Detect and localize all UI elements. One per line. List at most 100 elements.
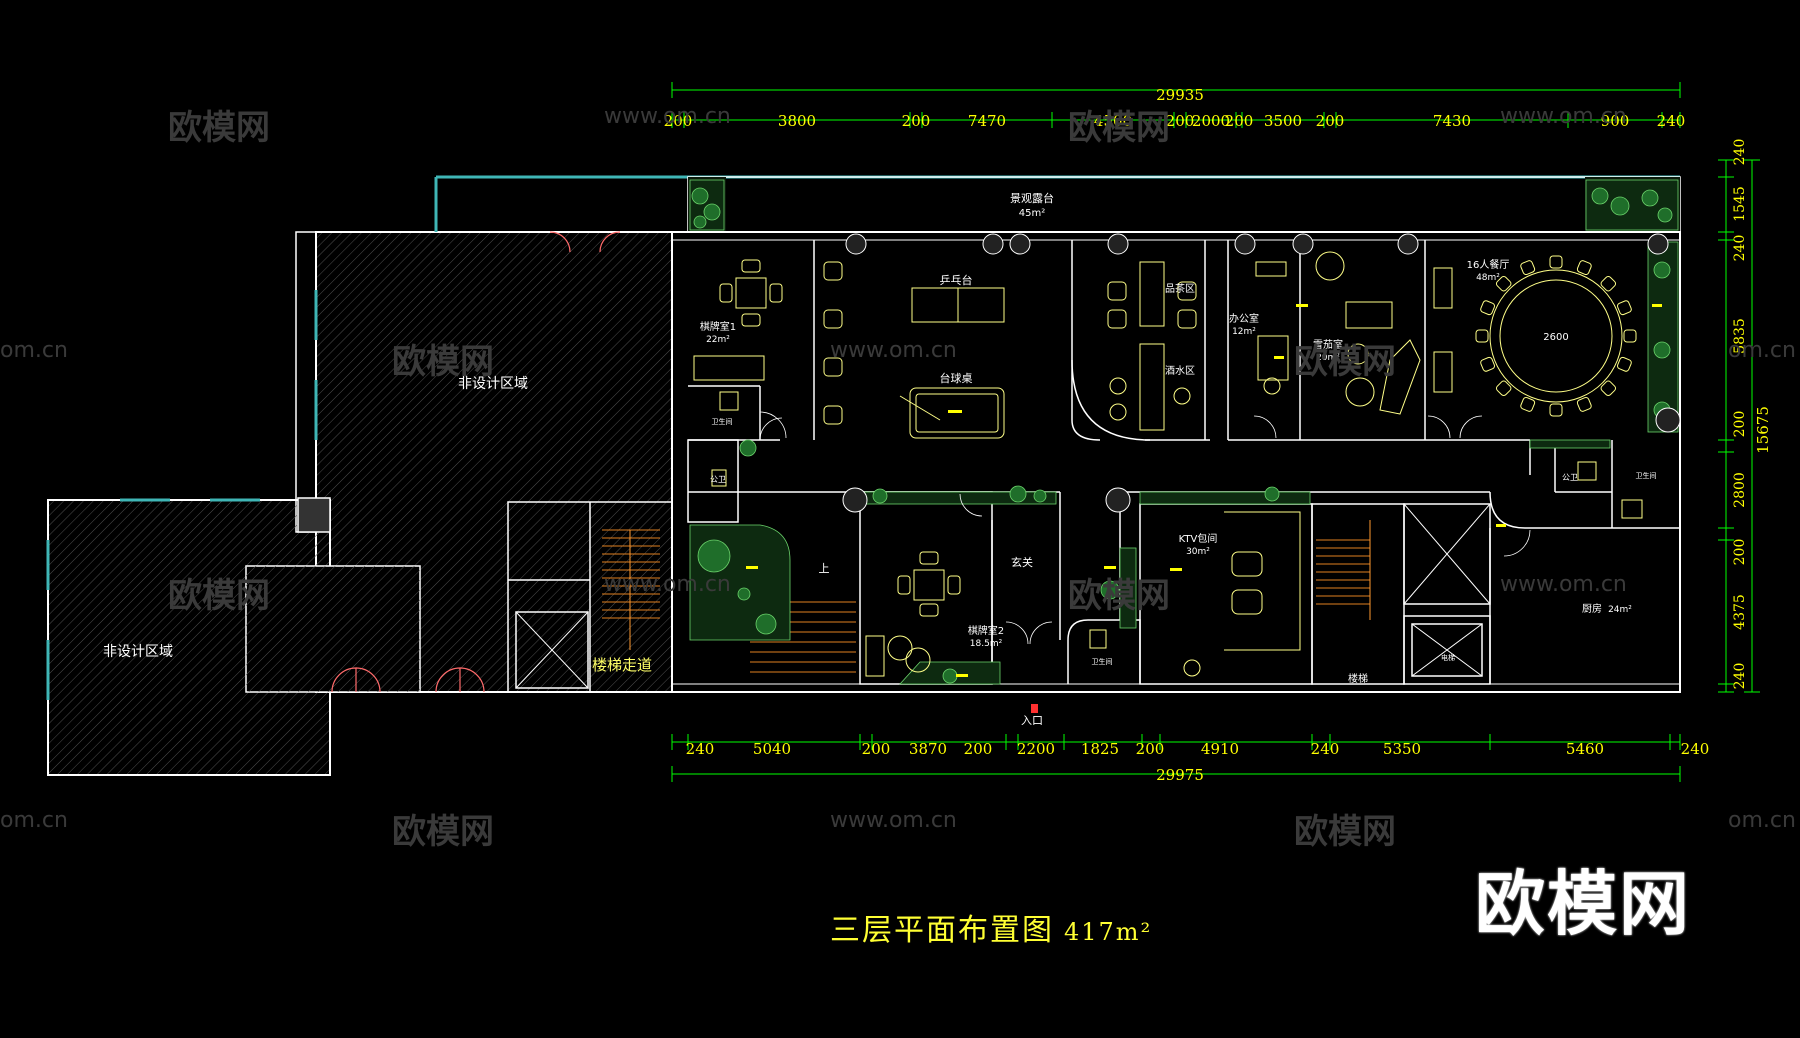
room-label-up: 上	[819, 562, 830, 575]
doors-non-design	[331, 231, 621, 693]
room-label-pingpong: 乒乓台	[940, 273, 973, 287]
watermark: www.om.cn	[830, 338, 957, 363]
watermark: om.cn	[0, 808, 68, 833]
dimension-bottom: 3870	[909, 740, 947, 758]
dining-chair	[1520, 260, 1536, 276]
room-label-toilet2: 卫生间	[1092, 657, 1113, 666]
watermark: om.cn	[1728, 338, 1796, 363]
terrace	[687, 176, 1681, 233]
room-label-toilet_r: 卫生间	[1636, 471, 1657, 480]
dining-chair	[1480, 356, 1496, 372]
dimension-bottom: 200	[862, 740, 891, 758]
dimension-top: 200	[902, 112, 931, 130]
dimension-bottom: 240	[1681, 740, 1710, 758]
non-design-area-2	[47, 497, 421, 776]
drawing-title-area: 417m²	[1064, 918, 1153, 946]
room-label-ktv: KTV包间	[1179, 532, 1218, 545]
dining-chair	[1616, 300, 1632, 316]
room-label-public2: 公卫	[1562, 473, 1578, 482]
dimension-bottom-total: 29975	[1156, 766, 1204, 784]
dimension-bottom: 5460	[1566, 740, 1604, 758]
drawing-title: 三层平面布置图 417m²	[830, 905, 1152, 949]
watermark: 欧模网	[1068, 108, 1170, 148]
room-label-entry: 入口	[1021, 714, 1043, 727]
room-label-elevator: 电梯	[1441, 653, 1455, 662]
room-label-billiard: 台球桌	[940, 371, 973, 385]
watermark: www.om.cn	[604, 104, 731, 129]
room-label-non_design_1: 非设计区域	[458, 376, 528, 392]
dimension-top: 3500	[1264, 112, 1302, 130]
drawing-title-main: 三层平面布置图	[830, 913, 1054, 948]
room-label-tea: 品茶区	[1165, 282, 1195, 295]
room-label-cigar_area: 20m²	[1316, 353, 1340, 363]
dimension-bottom: 5350	[1383, 740, 1421, 758]
dining-chair	[1480, 300, 1496, 316]
dimension-bottom: 200	[1136, 740, 1165, 758]
dimension-right: 240	[1732, 139, 1748, 166]
watermark: 欧模网	[1294, 812, 1396, 852]
dimension-top: 200	[1166, 112, 1195, 130]
dimension-bottom: 5040	[753, 740, 791, 758]
dining-chair	[1600, 275, 1617, 292]
dimension-top: 240	[1657, 112, 1686, 130]
site-logo: 欧模网	[1475, 863, 1691, 945]
room-label-cigar: 雪茄室	[1313, 338, 1343, 351]
dining-chair	[1549, 403, 1563, 417]
room-label-table_size: 2600	[1543, 332, 1568, 343]
watermark: 欧模网	[168, 108, 270, 148]
dining-chair	[1495, 380, 1512, 397]
dimension-bottom: 2200	[1017, 740, 1055, 758]
room-label-chess2: 棋牌室2	[968, 624, 1004, 637]
dimension-right: 200	[1732, 411, 1748, 438]
dining-chair	[1576, 260, 1592, 276]
light-marks	[746, 304, 1662, 677]
stair-treads	[602, 520, 1371, 673]
dining-chairs	[1475, 255, 1637, 417]
room-label-kitchen_area: 24m²	[1608, 605, 1632, 615]
dimension-bottom: 200	[964, 740, 993, 758]
room-label-public1: 公卫	[710, 475, 726, 484]
dimension-right: 240	[1732, 663, 1748, 690]
dining-chair	[1616, 356, 1632, 372]
dining-chair	[1623, 329, 1637, 343]
watermark: om.cn	[0, 338, 68, 363]
dining-chair	[1549, 255, 1563, 269]
room-label-dining_area: 48m²	[1476, 273, 1500, 283]
watermark: 欧模网	[392, 342, 494, 382]
dimension-bottom: 1825	[1081, 740, 1119, 758]
dimension-right: 5835	[1732, 318, 1748, 354]
room-label-chess1_area: 22m²	[706, 335, 730, 345]
watermark: www.om.cn	[1500, 572, 1627, 597]
room-label-office: 办公室	[1229, 312, 1259, 325]
room-label-kitchen: 厨房	[1582, 602, 1602, 615]
entry-marker	[1031, 704, 1038, 713]
room-label-bar: 酒水区	[1165, 365, 1195, 377]
watermark: 欧模网	[392, 812, 494, 852]
dimension-right: 1545	[1732, 186, 1748, 222]
dining-chair	[1600, 380, 1617, 397]
dimension-top: 900	[1601, 112, 1630, 130]
dimension-bottom: 240	[1311, 740, 1340, 758]
room-label-stair: 楼梯	[1348, 672, 1368, 685]
dimension-top-total: 29935	[1156, 86, 1204, 104]
bar-curve	[1071, 359, 1210, 441]
dimension-top: 200	[1316, 112, 1345, 130]
dimension-top: 200	[1225, 112, 1254, 130]
watermark: 欧模网	[1068, 576, 1170, 616]
dimension-right: 2800	[1732, 472, 1748, 508]
dimension-right: 4375	[1732, 594, 1748, 630]
room-label-terrace: 景观露台	[1010, 191, 1054, 205]
room-label-terrace_area: 45m²	[1019, 208, 1045, 219]
room-label-chess1: 棋牌室1	[700, 320, 736, 333]
watermark: www.om.cn	[604, 572, 731, 597]
door-swings	[759, 411, 1531, 645]
room-label-dining: 16人餐厅	[1467, 258, 1510, 271]
dimension-top: 3800	[778, 112, 816, 130]
dining-chair	[1495, 275, 1512, 292]
watermark: 欧模网	[1294, 342, 1396, 382]
plant-areas	[689, 179, 1679, 685]
dimension-right: 200	[1732, 539, 1748, 566]
watermark: 欧模网	[168, 576, 270, 616]
building-outline	[671, 231, 1681, 693]
